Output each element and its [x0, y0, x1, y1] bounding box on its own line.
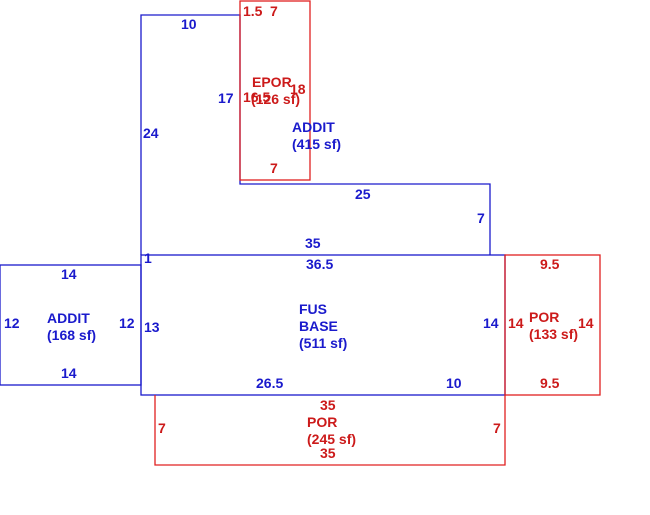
por-bottom-area: (245 sf) — [307, 431, 356, 447]
fus-dim-top: 36.5 — [306, 256, 333, 272]
por-right-outline — [504, 254, 601, 396]
por-bottom-name: POR — [307, 414, 337, 430]
por-bottom-dim-right: 7 — [493, 420, 501, 436]
addit-top-dim-left: 24 — [143, 125, 159, 141]
por-bottom-outline — [154, 395, 506, 466]
addit-top-name: ADDIT — [292, 119, 335, 135]
addit-top-dim-stub: 1 — [144, 250, 152, 266]
por-right-dim-top: 9.5 — [540, 256, 560, 272]
addit-top-dim-inner: 17 — [218, 90, 234, 106]
epor-dim-top-b: 7 — [270, 3, 278, 19]
addit-top-outline — [140, 14, 491, 255]
epor-dim-right: 18 — [290, 81, 306, 97]
fus-base-area: (511 sf) — [299, 335, 347, 351]
por-right-dim-left: 14 — [508, 315, 524, 331]
fus-dim-bottom-b: 10 — [446, 375, 462, 391]
addit-left-dim-left: 12 — [4, 315, 20, 331]
fus-base-name-line1: FUS — [299, 301, 327, 317]
addit-top-dim-right: 7 — [477, 210, 485, 226]
fus-dim-bottom-a: 26.5 — [256, 375, 283, 391]
addit-left-dim-top: 14 — [61, 266, 77, 282]
addit-top-dim-bottom: 35 — [305, 235, 321, 251]
fus-dim-left: 13 — [144, 319, 160, 335]
addit-left-name: ADDIT — [47, 310, 90, 326]
addit-left-dim-right: 12 — [119, 315, 135, 331]
addit-top-area: (415 sf) — [292, 136, 341, 152]
por-right-dim-right: 14 — [578, 315, 594, 331]
epor-name: EPOR — [252, 74, 292, 90]
por-right-area: (133 sf) — [529, 326, 578, 342]
por-right-name: POR — [529, 309, 559, 325]
fus-base-name-line2: BASE — [299, 318, 338, 334]
addit-left-area: (168 sf) — [47, 327, 96, 343]
por-right-dim-bottom: 9.5 — [540, 375, 560, 391]
epor-dim-bottom: 7 — [270, 160, 278, 176]
epor-dim-left: 16.5 — [243, 89, 270, 105]
epor-area: (126 sf) — [251, 91, 300, 107]
addit-left-dim-bottom: 14 — [61, 365, 77, 381]
addit-left-outline — [0, 264, 142, 386]
por-bottom-dim-left: 7 — [158, 420, 166, 436]
epor-dim-top-a: 1.5 — [243, 3, 263, 19]
addit-top-dim-lower: 25 — [355, 186, 371, 202]
epor-outline — [239, 0, 311, 181]
fus-dim-right: 14 — [483, 315, 499, 331]
por-bottom-dim-bottom: 35 — [320, 445, 336, 461]
por-bottom-dim-top: 35 — [320, 397, 336, 413]
addit-top-dim-top: 10 — [181, 16, 197, 32]
